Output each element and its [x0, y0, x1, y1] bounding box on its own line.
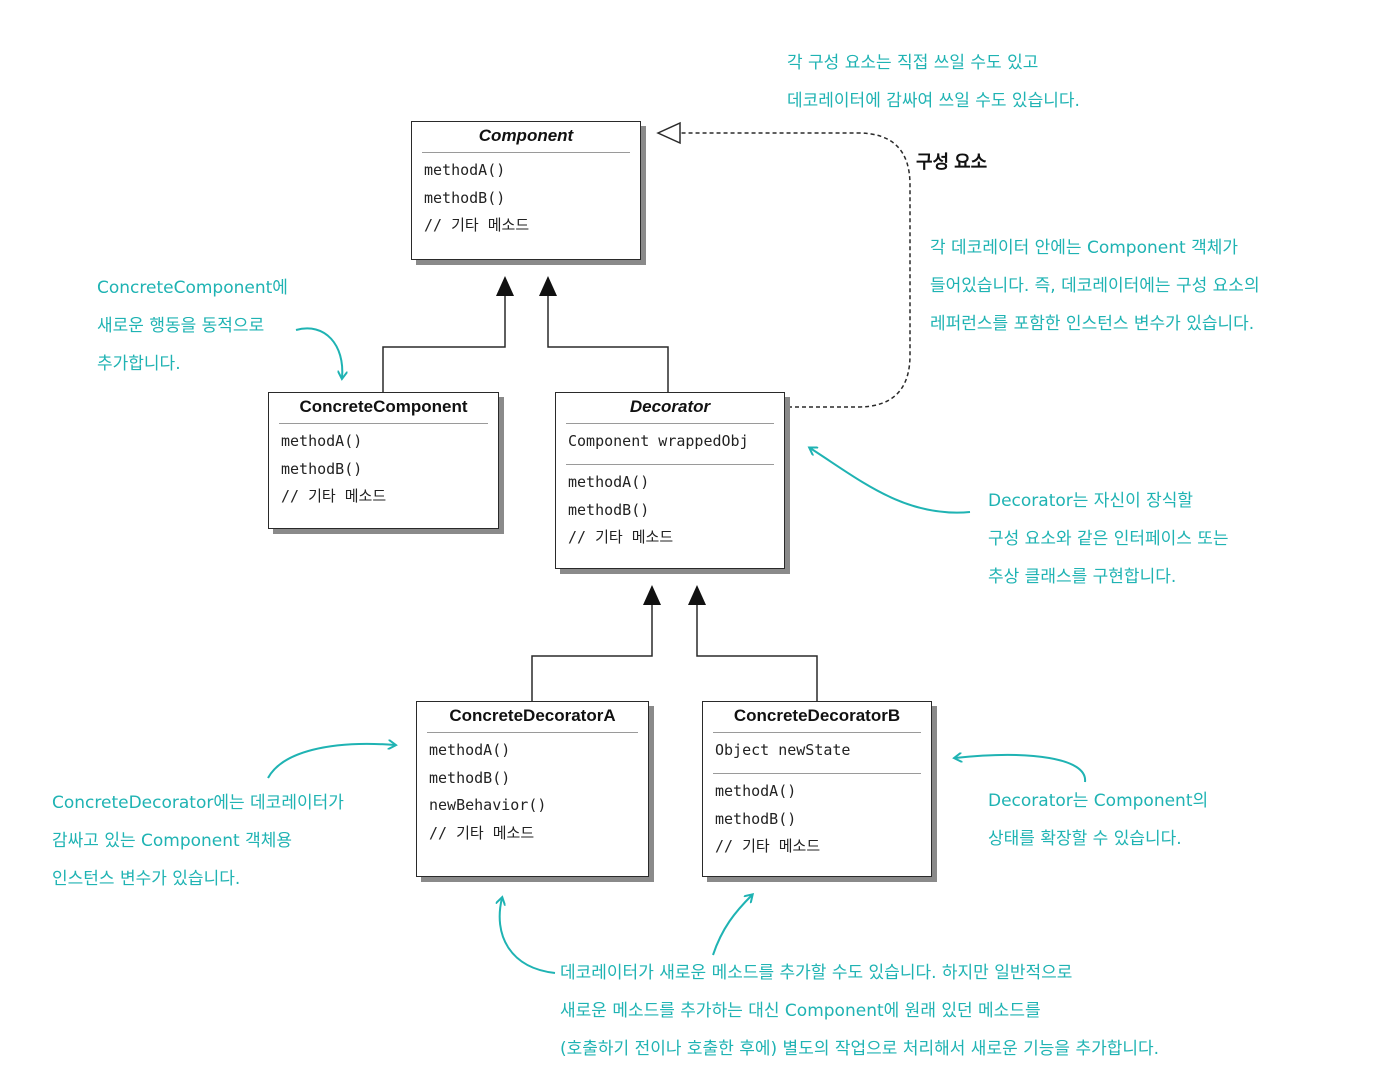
divider: [713, 732, 921, 733]
concrete-component-class-box: ConcreteComponent methodA() methodB() //…: [268, 392, 499, 529]
method-line: methodB(): [281, 459, 363, 478]
method-line: newBehavior(): [429, 796, 547, 814]
component-class-box: Component methodA() methodB() // 기타 메소드: [411, 121, 641, 260]
composition-arrowhead: [656, 121, 681, 145]
note-bottom: 데코레이터가 새로운 메소드를 추가할 수도 있습니다. 하지만 일반적으로 새…: [560, 954, 1159, 1068]
note-line: ConcreteComponent에: [97, 278, 288, 298]
method-line: methodA(): [429, 741, 511, 759]
inheritance-connector-concrete-component: [382, 296, 506, 393]
note-arrow-left-bottom: [267, 744, 395, 779]
divider: [566, 423, 774, 424]
inheritance-connector-concrete-decorator-b: [696, 605, 818, 702]
divider: [713, 773, 921, 774]
method-line: // 기타 메소드: [568, 528, 674, 546]
field-line: Object newState: [715, 741, 851, 759]
note-line: ConcreteDecorator에는 데코레이터가: [52, 793, 344, 813]
concrete-component-class-title: ConcreteComponent: [299, 397, 468, 416]
concrete-decorator-b-class-box: ConcreteDecoratorB Object newState metho…: [702, 701, 932, 877]
inheritance-arrowhead-4: [688, 585, 706, 605]
composition-dashed-line: [680, 132, 911, 408]
note-line: 상태를 확장할 수 있습니다.: [988, 829, 1182, 849]
method-line: // 기타 메소드: [424, 216, 530, 234]
divider: [279, 423, 488, 424]
note-arrow-bottom-a: [500, 898, 556, 974]
note-line: 추상 클래스를 구현합니다.: [988, 567, 1177, 587]
note-line: 구성 요소와 같은 인터페이스 또는: [988, 529, 1229, 549]
note-decorator-interface: Decorator는 자신이 장식할 구성 요소와 같은 인터페이스 또는 추상…: [988, 482, 1229, 596]
note-line: 데코레이터가 새로운 메소드를 추가할 수도 있습니다. 하지만 일반적으로: [560, 963, 1073, 983]
divider: [566, 464, 774, 465]
note-line: 추가합니다.: [97, 354, 181, 374]
note-arrow-decorator-interface: [810, 448, 971, 514]
concrete-decorator-a-class-box: ConcreteDecoratorA methodA() methodB() n…: [416, 701, 649, 877]
note-line: 새로운 메소드를 추가하는 대신 Component에 원래 있던 메소드를: [560, 1001, 1041, 1021]
note-top-right: 각 구성 요소는 직접 쓰일 수도 있고 데코레이터에 감싸여 쓰일 수도 있습…: [787, 44, 1080, 120]
inheritance-connector-decorator: [547, 296, 669, 393]
decorator-class-title: Decorator: [629, 397, 711, 416]
method-line: // 기타 메소드: [281, 487, 387, 505]
method-line: methodA(): [715, 782, 797, 800]
note-left-bottom: ConcreteDecorator에는 데코레이터가 감싸고 있는 Compon…: [52, 784, 344, 898]
decorator-class-box: Decorator Component wrappedObj methodA()…: [555, 392, 785, 569]
inheritance-connector-concrete-decorator-a: [531, 605, 653, 702]
method-line: methodA(): [568, 473, 650, 491]
note-right-middle: 각 데코레이터 안에는 Component 객체가 들어있습니다. 즉, 데코레…: [930, 229, 1260, 343]
component-class-title: Component: [478, 126, 574, 145]
component-role-label: 구성 요소: [916, 152, 988, 172]
concrete-decorator-b-class-title: ConcreteDecoratorB: [733, 706, 901, 725]
method-line: methodB(): [715, 809, 797, 828]
note-line: Decorator는 자신이 장식할: [988, 491, 1194, 511]
note-line: 들어있습니다. 즉, 데코레이터에는 구성 요소의: [930, 276, 1260, 296]
method-line: methodB(): [424, 188, 506, 207]
note-line: 인스턴스 변수가 있습니다.: [52, 869, 241, 889]
note-arrow-bottom-b: [712, 895, 752, 956]
method-line: // 기타 메소드: [715, 837, 821, 855]
note-line: Decorator는 Component의: [988, 791, 1209, 811]
inheritance-arrowhead-1: [496, 276, 514, 296]
note-line: 각 데코레이터 안에는 Component 객체가: [930, 238, 1238, 258]
divider: [427, 732, 638, 733]
field-line: Component wrappedObj: [568, 432, 749, 450]
method-line: methodB(): [429, 768, 511, 787]
note-line: (호출하기 전이나 호출한 후에) 별도의 작업으로 처리해서 새로운 기능을 …: [560, 1039, 1160, 1059]
concrete-decorator-a-class-title: ConcreteDecoratorA: [449, 706, 616, 725]
note-arrow-left-top: [295, 327, 342, 378]
method-line: methodA(): [424, 161, 506, 179]
method-line: // 기타 메소드: [429, 823, 535, 842]
note-line: 데코레이터에 감싸여 쓰일 수도 있습니다.: [787, 91, 1080, 111]
note-arrow-right-bottom: [955, 755, 1087, 783]
note-line: 각 구성 요소는 직접 쓰일 수도 있고: [787, 53, 1039, 73]
inheritance-arrowhead-2: [539, 276, 557, 296]
method-line: methodA(): [281, 432, 363, 450]
note-right-bottom: Decorator는 Component의 상태를 확장할 수 있습니다.: [988, 782, 1208, 858]
note-line: 감싸고 있는 Component 객체용: [52, 831, 293, 851]
inheritance-arrowhead-3: [643, 585, 661, 605]
method-line: methodB(): [568, 500, 650, 519]
note-left-top: ConcreteComponent에 새로운 행동을 동적으로 추가합니다.: [97, 269, 288, 383]
divider: [422, 152, 630, 153]
note-line: 새로운 행동을 동적으로: [97, 316, 265, 336]
note-line: 레퍼런스를 포함한 인스턴스 변수가 있습니다.: [930, 314, 1255, 334]
